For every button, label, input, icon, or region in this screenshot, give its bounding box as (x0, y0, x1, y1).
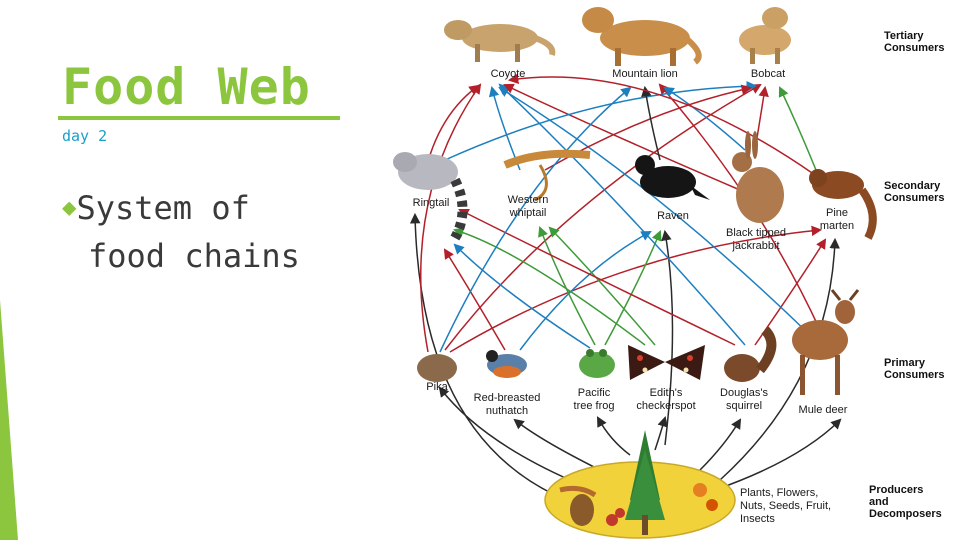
diamond-bullet-icon: ◆ (62, 193, 77, 221)
arrow-jackrabbit-coyote (503, 83, 741, 191)
arrow-producers-ringtail (409, 212, 556, 496)
arrow-raven-mountain-lion (641, 85, 661, 161)
arrow-pika-coyote (420, 83, 482, 353)
label-bobcat: Bobcat (751, 68, 785, 80)
arrow-squirrel-coyote (498, 83, 746, 346)
level-tertiary-1: Tertiary (884, 30, 924, 42)
level-secondary-2: Consumers (884, 192, 945, 204)
level-producers-2: and (869, 496, 889, 508)
label-nuthatch-1: Red-breasted (474, 392, 541, 404)
title-underline (58, 116, 340, 120)
label-ringtail: Ringtail (413, 197, 450, 209)
arrow-marten-bobcat (778, 86, 821, 181)
level-tertiary-2: Consumers (884, 42, 945, 54)
arrow-producers-pika (438, 386, 571, 481)
arrow-ringtail-bobcat (444, 80, 758, 161)
coyote-icon (444, 20, 556, 62)
level-primary-2: Consumers (884, 369, 945, 381)
level-producers-3: Decomposers (869, 508, 942, 520)
arrow-producers-deer (714, 418, 842, 491)
label-checkerspot-2: checkerspot (636, 400, 695, 412)
arrow-squirrel-ringtail (458, 209, 736, 346)
arrow-nuthatch-raven (519, 230, 652, 351)
arrow-pika-marten (449, 225, 823, 353)
arrow-checkerspot-ringtail (452, 227, 646, 346)
label-whiptail-1: Western (508, 194, 549, 206)
arrow-producers-squirrel (699, 418, 742, 471)
bullet-text-line2: food chains (88, 237, 300, 275)
slide-subtitle: day 2 (62, 127, 108, 145)
arrow-producers-checkerspot (654, 415, 668, 451)
arrow-frog-raven (604, 230, 662, 346)
arrow-nuthatch-ringtail (443, 248, 506, 351)
raven-icon (635, 155, 710, 200)
whiptail-icon (503, 149, 591, 202)
arrow-pika-bobcat (444, 83, 762, 351)
arrow-frog-whiptail (538, 226, 596, 346)
nuthatch-icon (486, 350, 527, 378)
arrow-frog-ringtail (453, 243, 591, 349)
jackrabbit-icon (732, 131, 784, 223)
label-whiptail-2: whiptail (509, 207, 547, 219)
label-pika: Pika (426, 381, 448, 393)
label-treefrog-2: tree frog (574, 400, 615, 412)
arrow-deer-coyote (498, 86, 811, 336)
level-producers-1: Producers (869, 484, 923, 496)
food-web-diagram: Coyote Mountain lion Bobcat Ringtail Wes… (393, 7, 945, 539)
label-marten-1: Pine (826, 207, 848, 219)
label-marten-2: marten (820, 220, 854, 232)
checkerspot-icon (628, 345, 705, 380)
bobcat-icon (739, 7, 791, 64)
arrow-marten-coyote (507, 73, 816, 176)
mountain-lion-icon (582, 7, 702, 66)
producers-icon (544, 430, 736, 539)
feeding-arrows (409, 73, 842, 496)
label-nuthatch-2: nuthatch (486, 405, 528, 417)
arrow-producers-frog (596, 416, 631, 456)
label-squirrel-1: Douglas's (720, 387, 768, 399)
arrow-pika-mountain-lion (439, 86, 632, 353)
accent-bar (0, 300, 18, 540)
bullet-text-line1: System of (76, 189, 250, 227)
label-producers-1: Plants, Flowers, (740, 487, 818, 499)
level-primary-1: Primary (884, 357, 926, 369)
arrow-producers-nuthatch (513, 418, 601, 471)
label-jackrabbit-2: jackrabbit (731, 240, 779, 252)
ringtail-icon (393, 152, 468, 241)
bullet-point: ◆System of food chains (62, 183, 300, 280)
arrow-checkerspot-whiptail (548, 226, 656, 346)
level-secondary-1: Secondary (884, 180, 941, 192)
label-producers-2: Nuts, Seeds, Fruit, (740, 500, 831, 512)
label-raven: Raven (657, 210, 689, 222)
label-jackrabbit-1: Black tipped (726, 227, 786, 239)
label-deer: Mule deer (799, 404, 848, 416)
pika-icon (417, 354, 457, 382)
label-treefrog-1: Pacific (578, 387, 611, 399)
marten-icon (809, 169, 877, 240)
deer-icon (792, 289, 860, 395)
squirrel-icon (724, 326, 777, 382)
label-producers-3: Insects (740, 513, 775, 525)
label-mountain-lion: Mountain lion (612, 68, 677, 80)
slide-title: Food Web (62, 58, 311, 116)
arrow-producers-raven (661, 229, 674, 446)
label-squirrel-2: squirrel (726, 400, 762, 412)
arrow-ringtail-coyote (429, 84, 480, 156)
label-coyote: Coyote (491, 68, 526, 80)
treefrog-icon (579, 349, 615, 378)
label-checkerspot-1: Edith's (650, 387, 683, 399)
